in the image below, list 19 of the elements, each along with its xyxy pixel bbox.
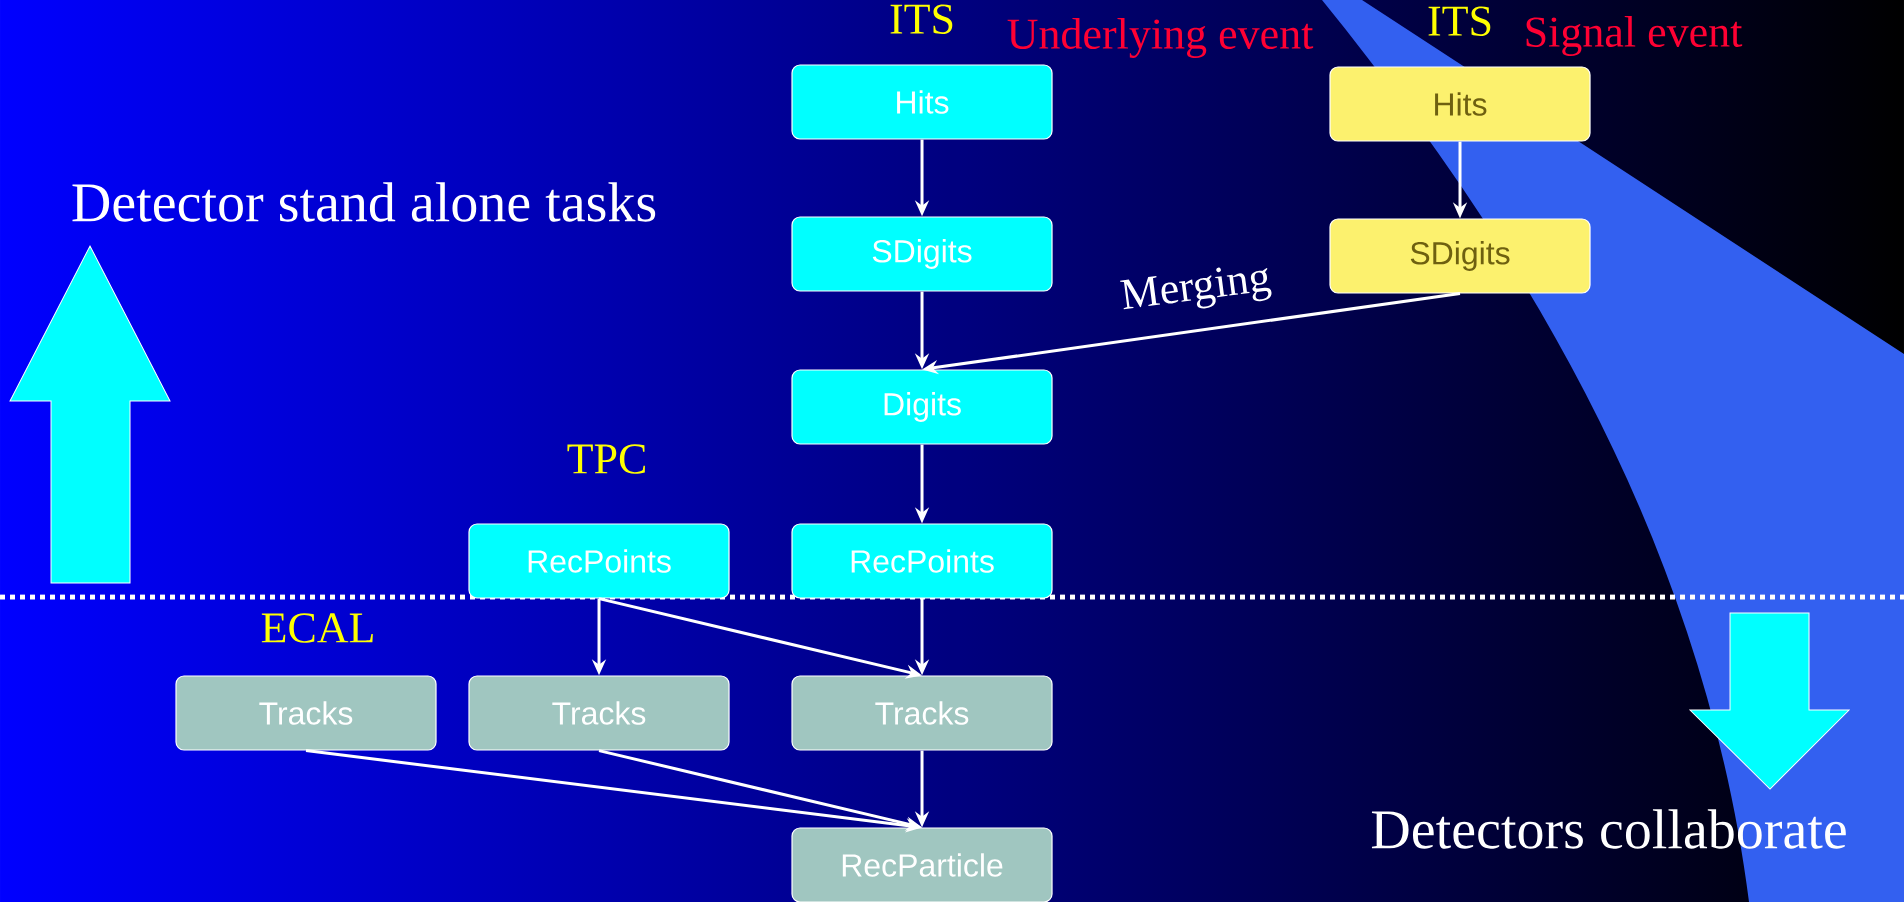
process-box: RecParticle bbox=[791, 827, 1053, 902]
label-text: ECAL bbox=[261, 613, 373, 643]
process-box: RecPoints bbox=[791, 523, 1053, 599]
label-text: TPC bbox=[567, 444, 645, 474]
label-text: Signal event bbox=[1526, 16, 1743, 57]
label-text: ITS bbox=[1428, 6, 1491, 36]
process-box: Hits bbox=[791, 64, 1053, 140]
heading-text: Detector stand alone tasks bbox=[72, 182, 656, 222]
process-box: Hits bbox=[1329, 66, 1591, 142]
process-box: Tracks bbox=[175, 675, 437, 751]
process-box: Tracks bbox=[791, 675, 1053, 751]
process-box: Digits bbox=[791, 369, 1053, 445]
label-text: Underlying event bbox=[1007, 18, 1314, 59]
process-box: Tracks bbox=[468, 675, 730, 751]
process-box: RecPoints bbox=[468, 523, 730, 599]
process-box: SDigits bbox=[1329, 218, 1591, 294]
edge-label: Merging bbox=[1120, 267, 1272, 310]
process-box: SDigits bbox=[791, 216, 1053, 292]
label-text: ITS bbox=[890, 4, 953, 34]
